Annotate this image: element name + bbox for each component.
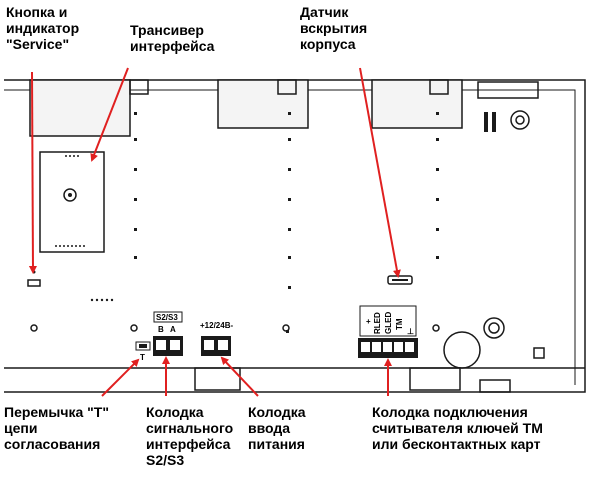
- transceiver-module: [39, 151, 114, 302]
- reader-pin-ground: ⊥: [407, 327, 414, 336]
- top-right-slots: [484, 112, 496, 132]
- mounting-dots: [134, 112, 439, 333]
- callout-arrows: [28, 67, 401, 397]
- s2s3-header-text: S2/S3: [156, 313, 178, 322]
- power-header-text: +12/24В-: [200, 321, 233, 330]
- arrow-tamper: [359, 67, 401, 278]
- label-tamper: Датчик вскрытия корпуса: [300, 4, 368, 52]
- arrow-jumper: [101, 358, 140, 397]
- label-s2s3: Колодка сигнального интерфейса S2/S3: [146, 404, 234, 468]
- reader-pin-tm: TM: [395, 318, 404, 330]
- s2s3-terminal: S2/S3 B A: [153, 311, 183, 356]
- arrow-transceiver: [90, 67, 129, 162]
- reader-pin-rled: RLED: [373, 312, 382, 334]
- label-transceiver: Трансивер интерфейса: [130, 22, 215, 54]
- reader-pin-gled: GLED: [384, 312, 393, 334]
- reader-terminal: + RLED GLED TM ⊥: [358, 305, 418, 358]
- jumper-t: T: [135, 341, 151, 362]
- jumper-mark: T: [140, 353, 145, 362]
- power-terminal: +12/24В-: [200, 321, 233, 356]
- arrow-power: [220, 356, 259, 397]
- housing: [4, 79, 586, 393]
- label-service: Кнопка и индикатор "Service": [6, 4, 80, 52]
- s2s3-pin-a: A: [170, 325, 176, 334]
- label-reader: Колодка подключения считывателя ключей Т…: [372, 404, 543, 452]
- label-jumper: Перемычка "Т" цепи согласования: [4, 404, 109, 452]
- service-button: [27, 270, 41, 287]
- mounting-holes: [30, 110, 545, 369]
- tamper-sensor: [387, 275, 413, 285]
- arrow-service: [28, 71, 37, 274]
- reader-pin-plus: +: [366, 317, 371, 326]
- s2s3-pin-b: B: [158, 325, 164, 334]
- label-power: Колодка ввода питания: [248, 404, 306, 452]
